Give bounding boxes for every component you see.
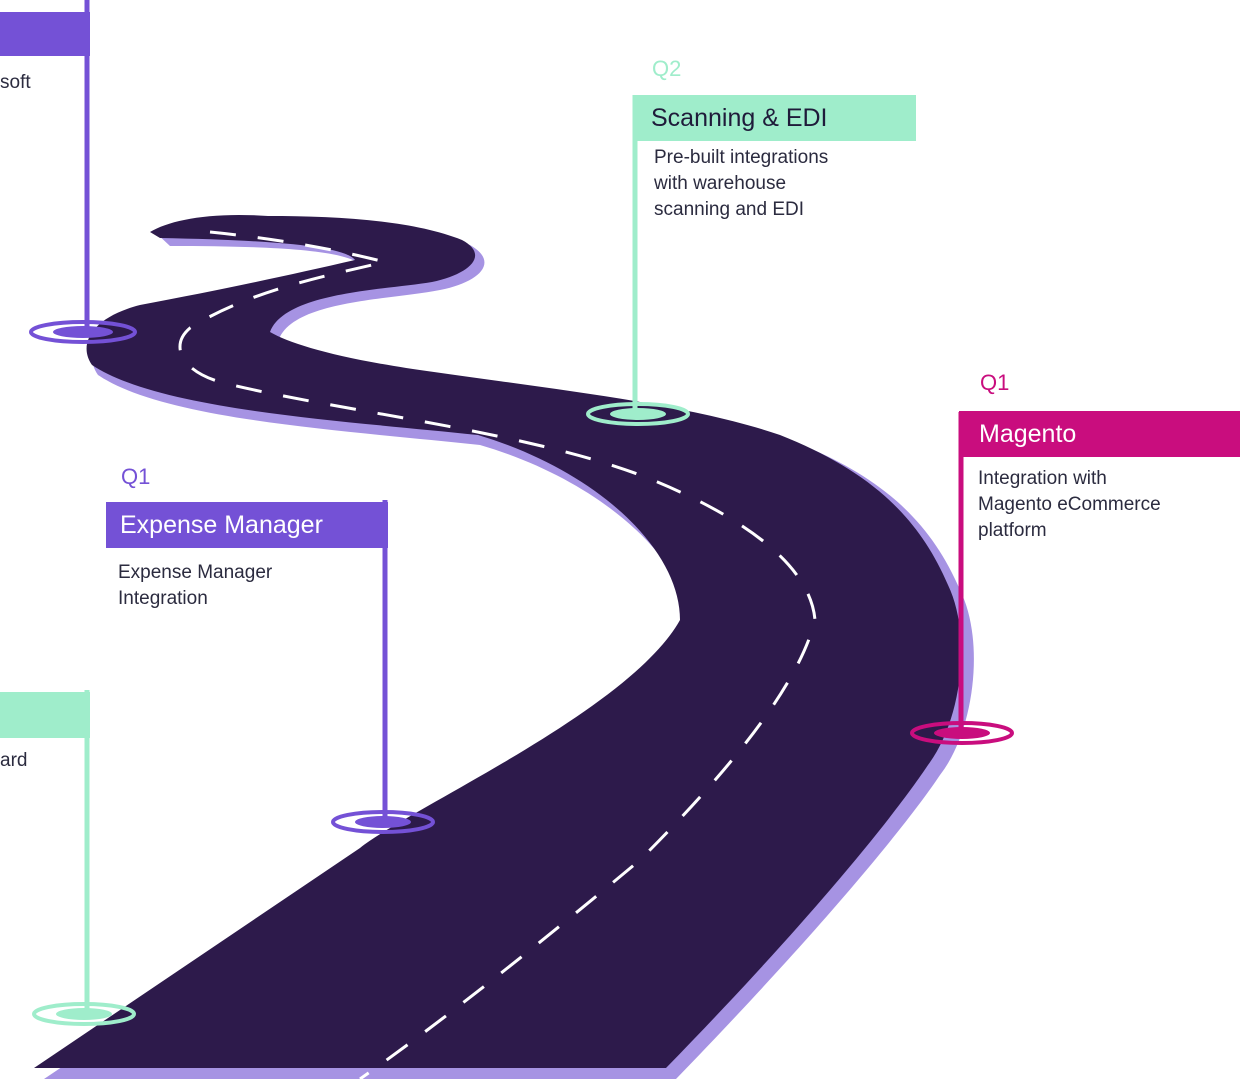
base-inner-bottom-left [56, 1008, 112, 1020]
base-outer-magento [910, 721, 1014, 745]
desc-bottom-left: ard [0, 750, 28, 771]
flag-expense-manager: Expense Manager [106, 502, 388, 548]
base-inner-scanning-edi [610, 408, 666, 420]
desc-expense-manager: Expense Manager Integration [118, 562, 273, 609]
road [34, 214, 962, 1069]
base-inner-magento [934, 727, 990, 739]
desc-magento: Integration with Magento eCommerce platf… [978, 468, 1161, 541]
quarter-magento: Q1 [980, 370, 1010, 395]
quarter-scanning-edi: Q2 [652, 56, 682, 81]
base-outer-expense-manager [331, 810, 435, 834]
base-outer-scanning-edi [586, 402, 690, 426]
base-outer-microsoft [29, 320, 137, 344]
desc-microsoft: soft [0, 72, 31, 93]
base-inner-microsoft [53, 326, 113, 338]
flag-microsoft [0, 12, 90, 56]
flag-bottom-left [0, 692, 90, 738]
quarter-expense-manager: Q1 [121, 464, 151, 489]
base-inner-expense-manager [355, 816, 411, 828]
road-center-line [178, 230, 817, 1079]
flag-scanning-edi: Scanning & EDI [633, 95, 916, 141]
base-outer-bottom-left [32, 1002, 136, 1026]
desc-scanning-edi: Pre-built integrations with warehouse sc… [654, 147, 829, 220]
flag-magento: Magento [959, 411, 1240, 457]
